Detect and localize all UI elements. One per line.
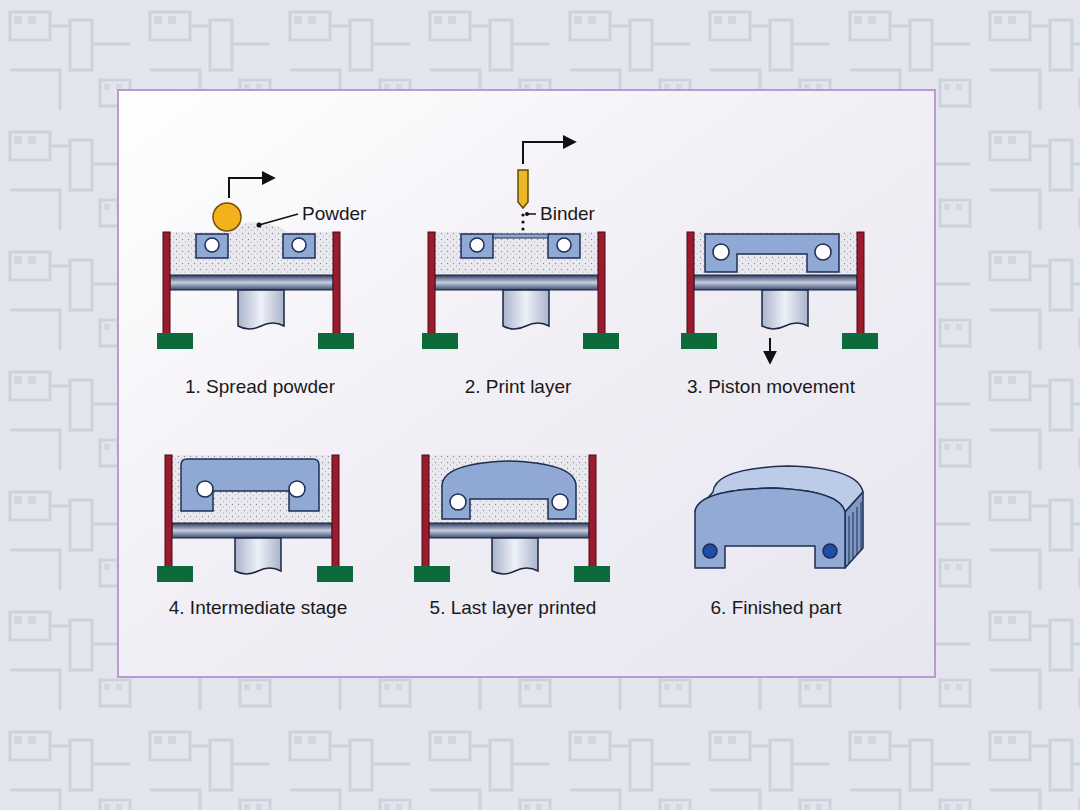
step-caption: 3. Piston movement — [687, 376, 855, 398]
part-label: Binder — [540, 203, 595, 225]
step-caption: 1. Spread powder — [185, 376, 335, 398]
step-caption: 5. Last layer printed — [430, 597, 597, 619]
step-caption: 2. Print layer — [465, 376, 572, 398]
step-caption: 6. Finished part — [711, 597, 842, 619]
step-caption: 4. Intermediate stage — [169, 597, 348, 619]
part-label: Powder — [302, 203, 366, 225]
